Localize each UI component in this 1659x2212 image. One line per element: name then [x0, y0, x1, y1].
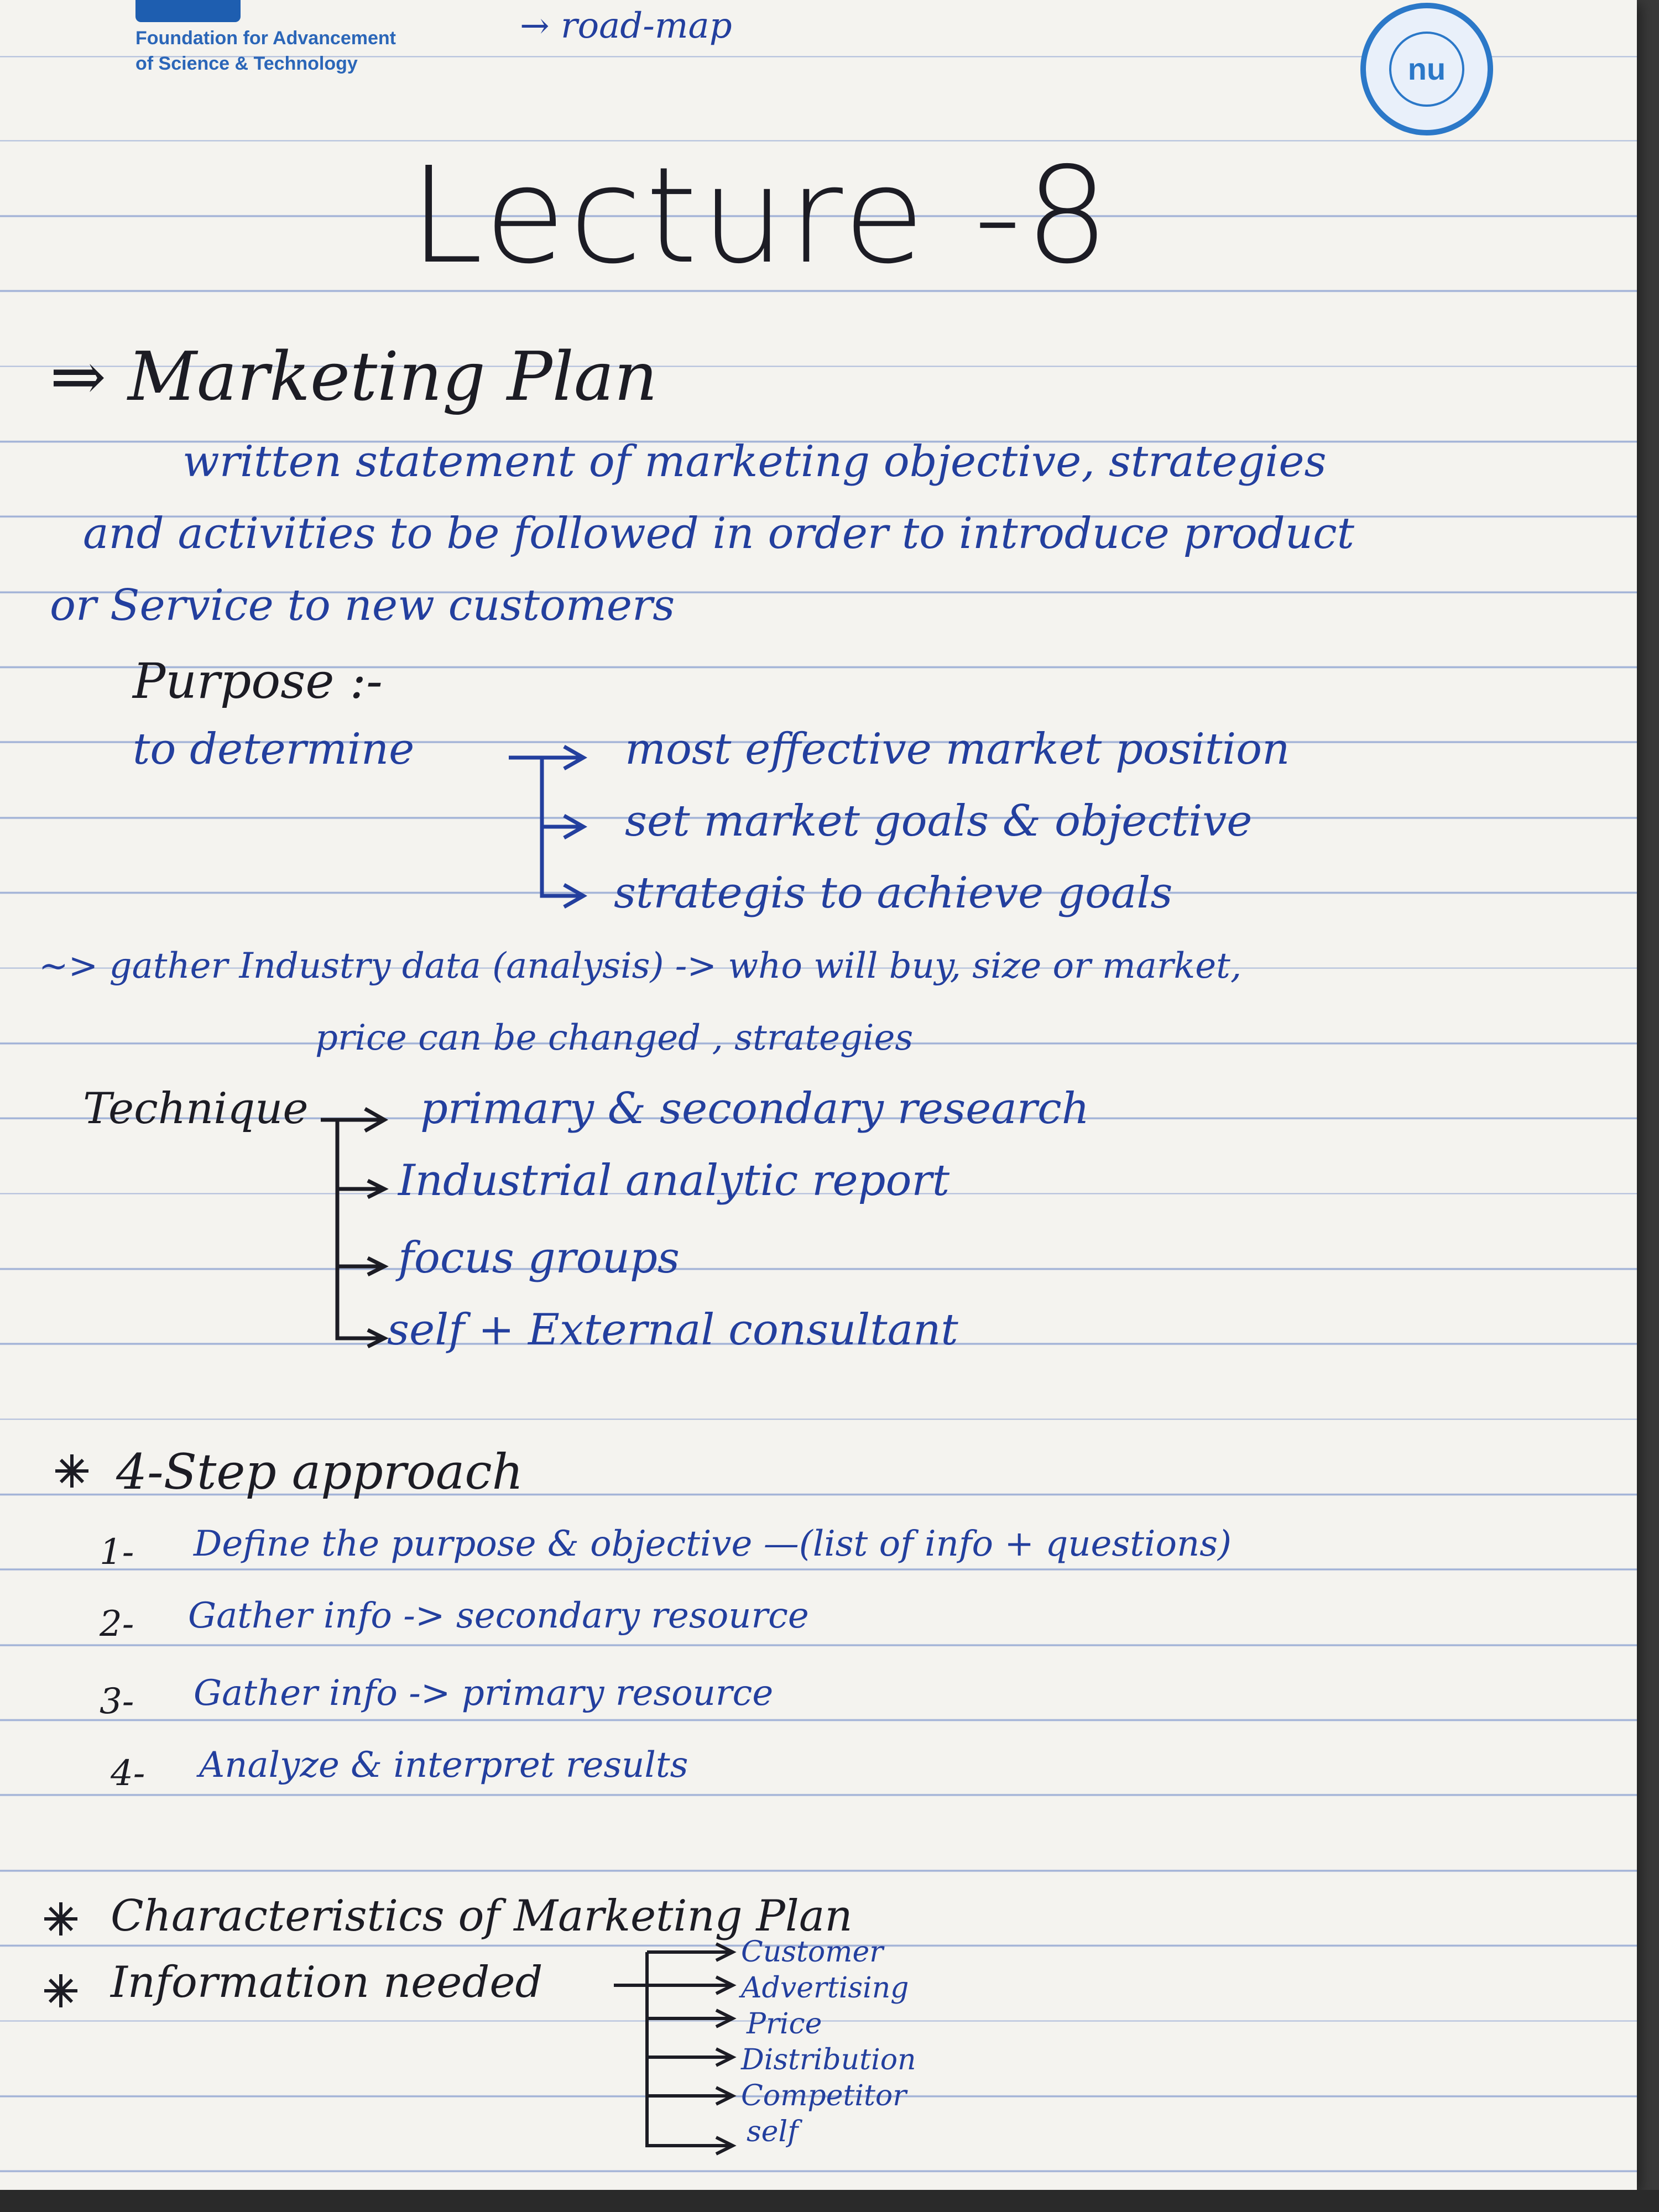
page-title: Lecture -8 [409, 138, 1113, 293]
seal-emblem-icon: nu [1389, 32, 1464, 107]
purpose-intro: to determine [133, 724, 415, 774]
industry-line-1: ~> gather Industry data (analysis) -> wh… [39, 946, 1242, 987]
org-logo [135, 0, 241, 22]
technique-item: focus groups [398, 1233, 680, 1283]
info-item: self [747, 2115, 799, 2148]
industry-line-2: price can be changed , strategies [315, 1018, 914, 1058]
org-header: Foundation for Advancement of Science & … [50, 0, 426, 94]
step-number: 1- [100, 1532, 134, 1573]
marketing-plan-heading: ⇒ Marketing Plan [50, 337, 658, 416]
definition-line-2: and activities to be followed in order t… [83, 509, 1354, 559]
info-item: Competitor [741, 2079, 907, 2112]
technique-item: Industrial analytic report [398, 1156, 950, 1206]
org-name-line1: Foundation for Advancement [135, 28, 396, 49]
purpose-label: Purpose :- [133, 653, 383, 709]
notebook-page: Foundation for Advancement of Science & … [0, 0, 1637, 2190]
info-item: Advertising [741, 1971, 909, 2005]
star-bullet-icon [44, 1902, 77, 1936]
star-bullet-icon [44, 1974, 77, 2007]
definition-line-1: written statement of marketing objective… [182, 437, 1327, 487]
top-note: → road-map [520, 6, 732, 46]
information-heading: Information needed [111, 1958, 543, 2007]
approach-heading: 4-Step approach [116, 1443, 524, 1500]
definition-line-3: or Service to new customers [50, 581, 675, 630]
purpose-item: strategis to achieve goals [614, 868, 1173, 918]
step-number: 4- [111, 1753, 145, 1794]
step-number: 2- [100, 1604, 134, 1645]
technique-item: primary & secondary research [420, 1084, 1089, 1134]
university-seal: nu [1360, 3, 1493, 135]
technique-label: Technique [83, 1084, 309, 1134]
technique-item: self + External consultant [387, 1305, 958, 1355]
desk-background [0, 2190, 1659, 2212]
characteristics-heading: Characteristics of Marketing Plan [111, 1891, 853, 1941]
org-name-line2: of Science & Technology [135, 53, 358, 74]
step-number: 3- [100, 1681, 134, 1722]
step-text: Gather info -> primary resource [194, 1673, 774, 1714]
info-item: Distribution [741, 2043, 916, 2077]
info-bracket-icon [614, 1942, 737, 2156]
purpose-item: most effective market position [625, 724, 1290, 774]
info-item: Price [747, 2007, 822, 2041]
step-text: Analyze & interpret results [199, 1745, 688, 1786]
step-text: Gather info -> secondary resource [188, 1595, 809, 1636]
info-item: Customer [741, 1936, 884, 1969]
star-bullet-icon [55, 1454, 88, 1488]
step-text: Define the purpose & objective —(list of… [194, 1524, 1232, 1564]
purpose-bracket-icon [509, 744, 588, 909]
purpose-item: set market goals & objective [625, 796, 1253, 846]
technique-bracket-icon [321, 1107, 389, 1349]
